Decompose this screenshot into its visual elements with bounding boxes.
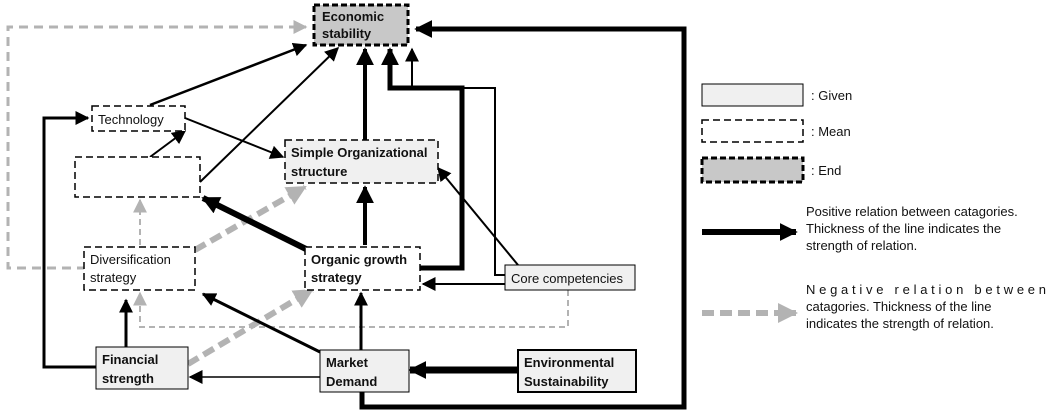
positive-edge-core-economic [405,47,505,276]
node-diversification-strategy: Diversification strategy [83,246,196,291]
svg-text:Financial: Financial [102,352,158,367]
svg-text:: Given: : Given [811,88,852,103]
node-market-demand: Market Demand [319,349,410,393]
node-technology: Technology [91,105,186,132]
legend-end: : End [700,156,841,184]
svg-text:strength of relation.: strength of relation. [806,238,917,253]
svg-text:Diversification: Diversification [90,252,171,267]
positive-edge-rnd-technology [149,130,187,158]
positive-edge-market-diversification [201,292,321,354]
svg-text:: Mean: : Mean [811,124,851,139]
positive-edge-technology-simpleorg [184,117,285,159]
svg-text:strategy: strategy [311,270,362,285]
positive-edge-financial-technology [42,111,96,369]
node-rnd-value-added [74,156,201,198]
node-core-competencies: Core competencies [504,264,636,291]
svg-text:: End: : End [811,163,841,178]
svg-text:Organic growth: Organic growth [311,252,407,267]
svg-text:Sustainability: Sustainability [524,374,609,389]
svg-text:Positive relation between cata: Positive relation between catagories. [806,204,1018,219]
positive-edge-organic-rnd [201,195,310,253]
positive-edge-core-simpleorg [437,166,519,266]
node-economic-stability: Economic stability [312,3,410,47]
legend-mean: : Mean [701,119,851,143]
svg-text:indicates the strength of rela: indicates the strength of relation. [806,316,994,331]
node-financial-strength: Financial strength [95,346,189,390]
legend: : Given : Mean : End Positive relation b… [700,83,1046,331]
svg-text:Technology: Technology [98,112,164,127]
svg-text:Core competencies: Core competencies [511,271,623,286]
negative-edge-core-diversification [133,290,569,328]
svg-text:strategy: strategy [90,270,137,285]
svg-text:strength: strength [102,371,154,386]
node-environmental-sustainability: Environmental Sustainability [517,349,637,393]
svg-text:Environmental: Environmental [524,355,614,370]
positive-edge-rnd-economic [199,47,340,183]
positive-edge-technology-economic [149,42,308,107]
svg-text:Demand: Demand [326,374,377,389]
svg-text:Market: Market [326,355,369,370]
svg-text:catagories. Thickness of the l: catagories. Thickness of the line [806,299,991,314]
node-organic-growth-strategy: Organic growth strategy [304,246,421,291]
legend-negative: Negative relation between catagories. Th… [702,282,1046,331]
svg-text:Thickness of the line indicate: Thickness of the line indicates the [806,221,1001,236]
svg-text:stability: stability [322,26,372,41]
svg-text:Economic: Economic [322,9,384,24]
legend-positive: Positive relation between catagories. Th… [702,204,1018,253]
svg-text:structure: structure [291,164,347,179]
node-simple-organizational-structure: Simple Organizational structure [284,139,439,184]
positive-edge-market-economic [359,20,687,410]
legend-given: : Given [701,83,852,107]
svg-text:Simple Organizational: Simple Organizational [291,145,428,160]
negative-edge-diversification-economic [6,20,308,270]
svg-text:Negative relation: Negative relation between [806,282,1046,297]
